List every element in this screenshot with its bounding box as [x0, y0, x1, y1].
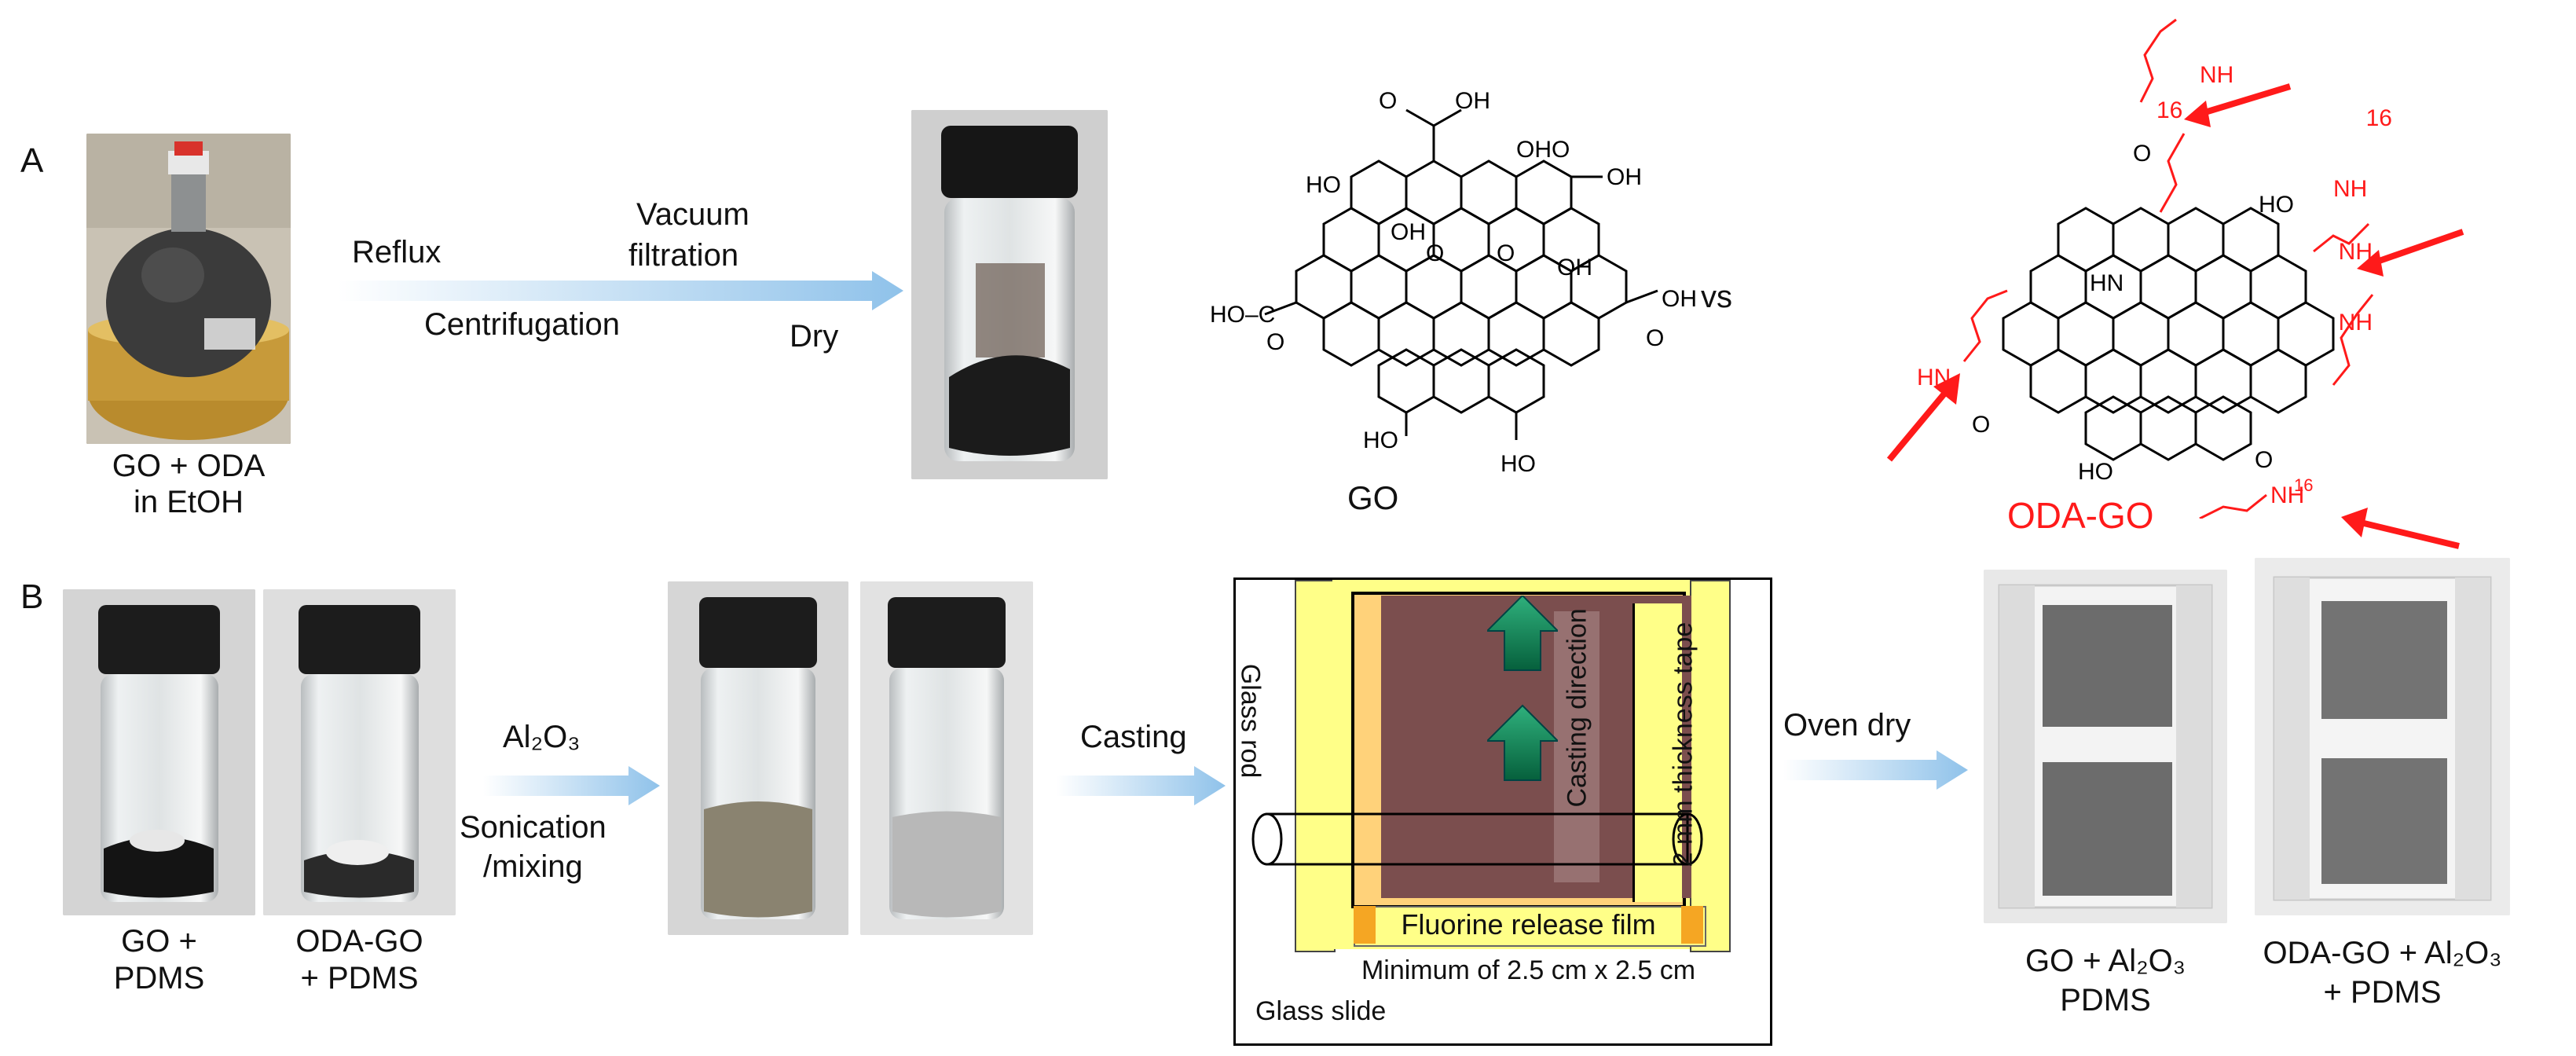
- vs-label: vs: [1701, 280, 1732, 314]
- tape-band: [1632, 603, 1682, 902]
- svg-text:16: 16: [2156, 97, 2182, 123]
- panel-label-a: A: [20, 141, 44, 180]
- svg-text:OH: OH: [1557, 255, 1592, 280]
- go-structure-diagram: O OH HO OHO OH OH O O OH OH HO–C O O HO …: [1210, 88, 1697, 477]
- vial1-caption-line2: PDMS: [113, 961, 205, 996]
- odago-al2o3-mixture-vial-photo: [860, 581, 1033, 935]
- step-vacuum-line1: Vacuum: [636, 197, 749, 232]
- process-arrow-sonication: [483, 766, 660, 805]
- oven-dry-label: Oven dry: [1783, 708, 1911, 742]
- sample1-caption-line1: GO + Al₂O₃: [2025, 944, 2186, 978]
- svg-text:16: 16: [2366, 105, 2392, 131]
- casting-direction-arrows: [1487, 596, 1558, 781]
- fluorine-release-film-label: Fluorine release film: [1401, 908, 1656, 940]
- step-reflux: Reflux: [352, 235, 442, 270]
- vial1-caption-line1: GO +: [121, 924, 197, 959]
- step-centrifugation: Centrifugation: [424, 307, 621, 342]
- casting-setup-schematic: Fluorine release film Minimum of 2.5 cm …: [1233, 578, 1772, 1046]
- tape-thickness-label: 2 mm thickness tape: [1668, 622, 1698, 867]
- svg-text:OH: OH: [1391, 219, 1426, 245]
- svg-text:NH: NH: [2270, 482, 2304, 508]
- process-arrow-oven-dry: [1783, 750, 1968, 790]
- flask-caption-line1: GO + ODA: [112, 449, 266, 483]
- left-tape-strip: [1295, 580, 1336, 952]
- glass-rod: [1251, 812, 1703, 866]
- casting-direction-band: [1554, 611, 1599, 882]
- odago-pdms-vial-photo: [263, 589, 456, 915]
- svg-text:O: O: [2133, 141, 2151, 167]
- svg-text:O: O: [1266, 329, 1284, 355]
- svg-text:O: O: [1972, 412, 1990, 438]
- step-vacuum-line2: filtration: [628, 238, 739, 273]
- sample2-caption-line1: ODA-GO + Al₂O₃: [2263, 936, 2502, 970]
- al2o3-label: Al₂O₃: [503, 720, 581, 754]
- sample2-caption-line2: + PDMS: [2323, 975, 2442, 1010]
- svg-text:O: O: [2255, 447, 2273, 473]
- panel-label-b: B: [20, 578, 44, 616]
- glass-rod-label: Glass rod: [1235, 663, 1266, 779]
- red-arrow-left: [1886, 373, 1960, 462]
- minimum-size-label: Minimum of 2.5 cm x 2.5 cm: [1361, 955, 1696, 985]
- process-arrow-casting: [1057, 766, 1226, 805]
- vial2-caption-line2: + PDMS: [300, 961, 419, 996]
- casting-label: Casting: [1080, 720, 1187, 754]
- svg-text:HO–C: HO–C: [1210, 302, 1275, 328]
- flask-caption-line2: in EtOH: [133, 485, 244, 519]
- odago-structure-diagram: NH O 16 16 NH HO NH NH HN HN O HO O NH 1…: [1917, 18, 2392, 519]
- vial2-caption-line1: ODA-GO: [295, 924, 423, 959]
- casting-direction-label: Casting direction: [1562, 608, 1592, 808]
- odago-label: ODA-GO: [2007, 495, 2154, 536]
- odago-al2o3-pdms-sample-photo: [2255, 558, 2510, 915]
- go-label: GO: [1347, 479, 1399, 516]
- svg-text:HO: HO: [2078, 459, 2113, 485]
- process-arrow-a: [338, 271, 903, 310]
- svg-text:O: O: [1379, 88, 1397, 114]
- step-dry: Dry: [790, 319, 839, 354]
- fluorine-release-film: [1354, 906, 1706, 947]
- svg-text:OH: OH: [1455, 88, 1490, 114]
- go-al2o3-pdms-sample-photo: [1984, 570, 2227, 923]
- svg-text:OHO: OHO: [1516, 137, 1570, 163]
- svg-text:16: 16: [2294, 475, 2313, 495]
- go-al2o3-mixture-vial-photo: [668, 581, 848, 935]
- sample1-caption-line2: PDMS: [2060, 983, 2151, 1018]
- svg-text:HO: HO: [2259, 192, 2294, 218]
- svg-text:O: O: [1426, 240, 1444, 266]
- sonication-line1: Sonication: [460, 810, 606, 845]
- red-arrow-top: [2184, 83, 2292, 127]
- svg-text:NH: NH: [2200, 62, 2233, 88]
- svg-text:NH: NH: [2339, 310, 2373, 336]
- red-arrow-right: [2357, 229, 2464, 277]
- go-pdms-vial-photo: [63, 589, 255, 915]
- svg-text:HN: HN: [2090, 270, 2123, 296]
- svg-text:OH: OH: [1662, 286, 1697, 312]
- glass-slide-label: Glass slide: [1255, 996, 1387, 1026]
- flask-photo: [86, 134, 291, 444]
- svg-text:HO: HO: [1363, 427, 1398, 453]
- svg-text:O: O: [1497, 240, 1515, 266]
- svg-text:HO: HO: [1501, 451, 1536, 477]
- red-arrow-bottom: [2341, 508, 2460, 549]
- svg-text:OH: OH: [1607, 164, 1642, 190]
- dried-product-vial-photo: [911, 110, 1108, 479]
- svg-text:HO: HO: [1306, 172, 1341, 198]
- svg-text:NH: NH: [2333, 176, 2367, 202]
- svg-text:O: O: [1646, 325, 1664, 351]
- sonication-line2: /mixing: [483, 849, 583, 884]
